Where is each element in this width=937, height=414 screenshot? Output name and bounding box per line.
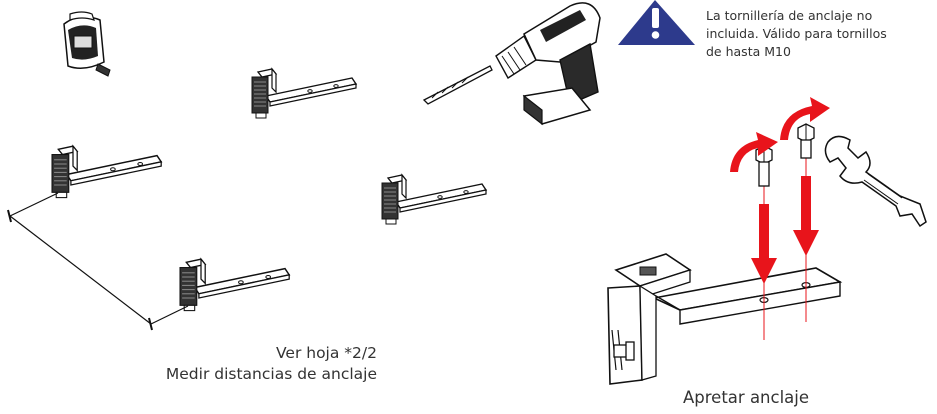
bolt-icon (797, 123, 815, 159)
notice-line: incluida. Válido para tornillos (706, 26, 887, 41)
tighten-caption: Apretar anclaje (683, 388, 810, 407)
tape-measure-icon (63, 11, 111, 77)
down-arrow-icon (793, 176, 819, 256)
wrench-icon (824, 135, 927, 228)
down-arrow-icon (751, 204, 777, 284)
anchor-bracket (381, 174, 487, 225)
rotation-arrow-icon (780, 97, 830, 140)
anchor-bracket (179, 258, 290, 312)
rotation-arrow-icon (730, 132, 778, 172)
warning-icon (618, 0, 695, 45)
notice-text: La tornillería de anclaje no incluida. V… (706, 7, 921, 61)
measurement-lines (7, 192, 189, 331)
anchor-bracket (51, 145, 162, 199)
notice-line: de hasta M10 (706, 44, 791, 59)
drill-icon (422, 2, 601, 126)
anchor-bracket-detail (607, 253, 843, 385)
notice-line: La tornillería de anclaje no (706, 8, 873, 23)
caption-line: Ver hoja *2/2 (276, 344, 377, 362)
anchor-bracket (251, 68, 357, 119)
measure-caption: Ver hoja *2/2 Medir distancias de anclaj… (166, 343, 377, 385)
caption-line: Medir distancias de anclaje (165, 365, 377, 383)
bolt-guide-lines (763, 150, 807, 340)
